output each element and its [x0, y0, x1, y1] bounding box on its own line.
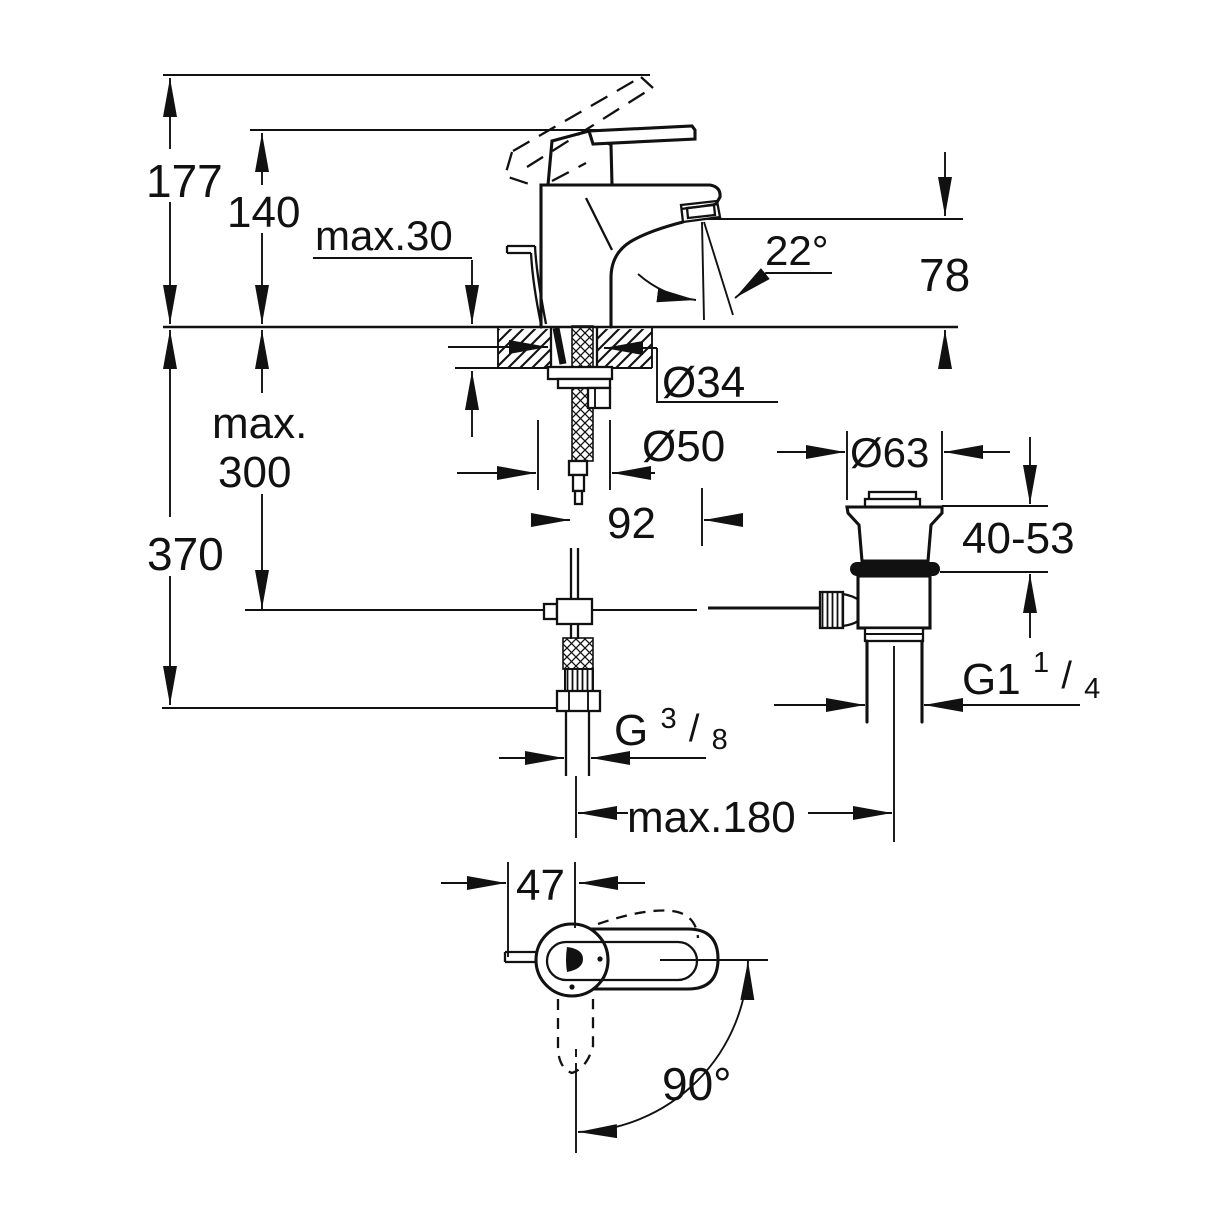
dim-deck-thickness: max.30	[315, 212, 453, 259]
popup-pull-rod	[505, 244, 548, 325]
dim-spout-reach: 92	[607, 499, 656, 548]
mounting-nut	[546, 365, 614, 381]
spout-hidden-dashed	[556, 999, 595, 1075]
dim-waste-clamp-range: 40-53	[962, 514, 1075, 563]
spout-outlet	[679, 199, 722, 224]
dim-hose-depth-word: max.	[212, 399, 307, 448]
waste-body	[856, 574, 932, 630]
faucet-top-view	[503, 909, 768, 1153]
dim-waste-flange-diameter: Ø63	[850, 429, 929, 476]
lever-handle	[586, 124, 697, 146]
fixing-wedge	[552, 327, 567, 365]
hose-end-fitting	[567, 459, 589, 477]
lever-raised-dashed	[503, 76, 654, 186]
dim-hole-diameter: Ø34	[662, 358, 745, 407]
dim-handle-swivel-angle: 90°	[662, 1058, 732, 1110]
mounting-bracket	[586, 386, 612, 410]
dim-spray-angle: 22°	[765, 227, 829, 274]
rod-knurled-knob	[818, 590, 845, 630]
hose-nut	[555, 689, 602, 713]
popup-rod-top-view	[503, 950, 540, 964]
mounting-and-hoses	[542, 325, 614, 776]
rod-coupler	[542, 602, 559, 621]
dim-supply-thread: G 3 / 8	[614, 689, 728, 756]
dim-rod-reach: max.180	[627, 793, 796, 842]
lever-swiveled-dashed	[597, 909, 700, 939]
faucet-front-view	[503, 76, 722, 329]
dim-handle-width: 47	[516, 861, 565, 910]
faucet-body	[539, 183, 722, 329]
dim-spout-to-deck: 78	[919, 249, 970, 301]
dim-waste-thread: G1 1 / 4	[962, 633, 1100, 705]
waste-seal-ring	[850, 562, 940, 576]
reference-lines	[162, 74, 963, 709]
aerator	[685, 203, 717, 220]
dim-overall-depth: 370	[147, 528, 224, 580]
dim-height-to-lever: 140	[227, 188, 300, 237]
dim-total-height: 177	[146, 155, 223, 207]
waste-flange	[845, 505, 944, 563]
dim-hose-depth-value: 300	[218, 448, 291, 497]
dimension-labels: 177 140 max.30 22° 78 Ø34 max. 300 370 Ø…	[146, 155, 1100, 1110]
popup-waste	[708, 490, 944, 842]
hose-knurled-fitting	[564, 668, 594, 692]
dimensions	[163, 78, 1080, 1139]
dim-base-diameter: Ø50	[642, 422, 725, 471]
